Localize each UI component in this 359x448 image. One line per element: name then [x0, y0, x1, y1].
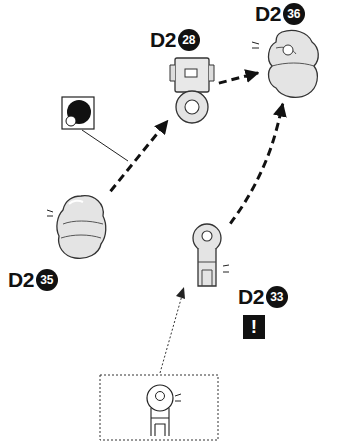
kit-part: D233 — [185, 222, 228, 292]
assembly-arrow — [230, 104, 282, 224]
callout-icon — [62, 97, 128, 161]
part-label: D228 — [150, 28, 200, 52]
assembly-arrow — [111, 121, 168, 191]
callout-number: 36 — [283, 3, 305, 25]
kit-part: D228 — [170, 55, 215, 125]
part-code: D2 — [8, 268, 34, 292]
detail-inset — [100, 287, 218, 440]
part-drawing — [185, 222, 228, 292]
warning-mark: ! — [243, 315, 265, 339]
part-label: D233 — [238, 285, 288, 309]
part-drawing — [262, 28, 322, 100]
part-drawing — [55, 192, 108, 262]
part-code: D2 — [150, 28, 176, 52]
part-code: D2 — [255, 2, 281, 26]
callout-number: 28 — [178, 29, 200, 51]
assembly-arrow — [219, 73, 258, 83]
part-code: D2 — [238, 285, 264, 309]
kit-part: D235 — [55, 192, 108, 262]
kit-part: D236 — [262, 28, 322, 100]
callout-number: 33 — [266, 286, 288, 308]
leader-line — [82, 130, 128, 161]
part-drawing — [170, 55, 215, 125]
part-label: D235 — [8, 268, 58, 292]
callout-number: 35 — [36, 269, 58, 291]
part-label: D236 — [255, 2, 305, 26]
